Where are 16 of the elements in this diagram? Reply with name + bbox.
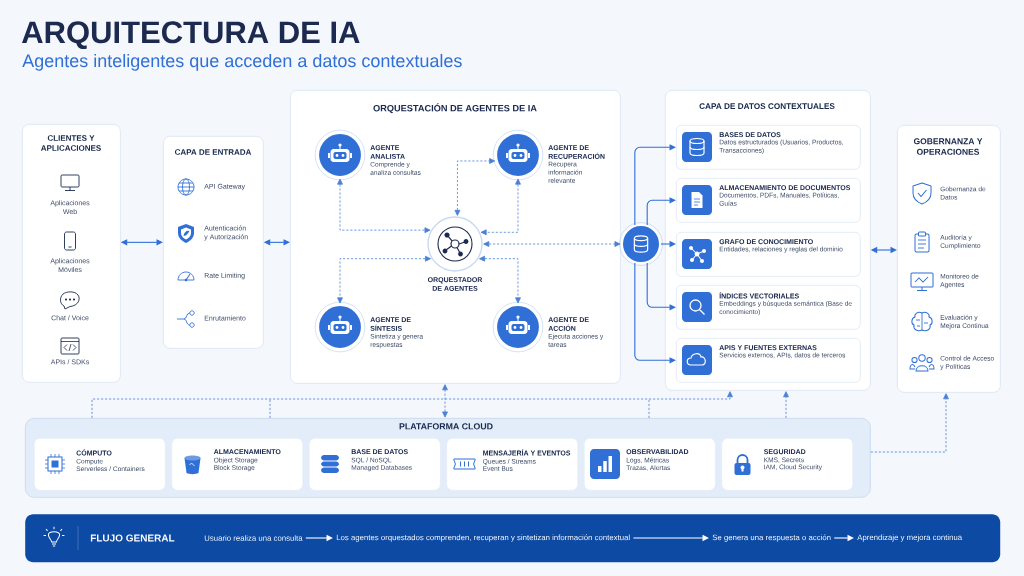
arrow — [634, 144, 676, 226]
title: ARQUITECTURA DE IA — [21, 21, 360, 50]
arrow — [634, 262, 676, 364]
dashed-arrow — [479, 255, 521, 304]
dashed-arrow — [337, 178, 431, 234]
dashed-arrow — [483, 241, 621, 247]
arrow — [646, 262, 676, 311]
subtitle: Agentes inteligentes que acceden a datos contextuales — [22, 53, 462, 71]
dashed-arrow — [454, 158, 496, 216]
arrow — [646, 197, 676, 226]
dashed-arrow — [442, 384, 448, 418]
dashed-arrow — [480, 178, 521, 236]
dashed-arrow — [337, 255, 431, 304]
dashed-arrow — [870, 393, 949, 453]
dashed-arrow — [783, 391, 789, 419]
dashed-arrow — [91, 391, 733, 419]
